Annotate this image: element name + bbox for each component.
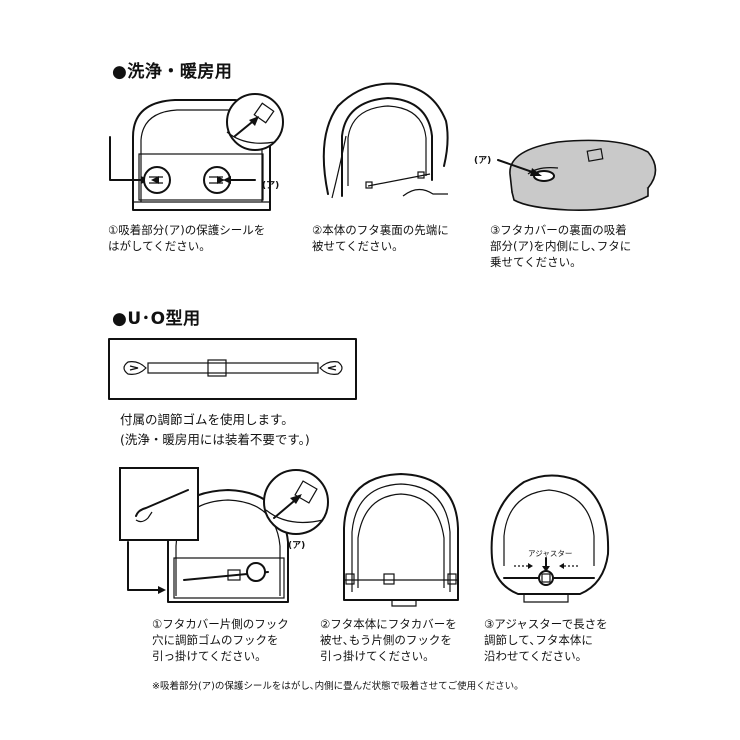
step2-caption: ②本体のフタ裏面の先端に 被せてください。: [312, 223, 449, 253]
adjustment-band-illustration: [108, 338, 357, 400]
footnote: ※吸着部分(ア)の保護シールをはがし､内側に畳んだ状態で吸着させてご使用ください…: [152, 681, 524, 692]
step1-illustration: [109, 93, 284, 211]
uo-step1-label-a: (ア): [288, 541, 306, 551]
step1-caption: ①吸着部分(ア)の保護シールを はがしてください。: [108, 223, 266, 253]
step3-label-a: (ア): [474, 156, 492, 166]
uo-step3-caption: ③アジャスターで長さを 調節して､フタ本体に 沿わせてください。: [484, 617, 608, 663]
step3-caption: ③フタカバーの裏面の吸着 部分(ア)を内側にし､フタに 乗せてください。: [490, 223, 632, 269]
section1-heading: ●洗浄・暖房用: [112, 62, 233, 82]
step3-illustration: [497, 139, 657, 212]
adjuster-label: アジャスター: [528, 549, 573, 558]
section2-heading: ●U･O型用: [112, 309, 201, 329]
step2-illustration: [322, 82, 449, 199]
uo-step2-illustration: [343, 473, 459, 607]
band-caption: 付属の調節ゴムを使用します。 (洗浄・暖房用には装着不要です。): [120, 412, 310, 447]
uo-step3-illustration: [490, 474, 610, 603]
uo-step1-caption: ①フタカバー片側のフック 穴に調節ゴムのフックを 引っ掛けてください。: [152, 617, 289, 663]
step1-label-a: (ア): [262, 181, 280, 191]
uo-step1-illustration: [119, 467, 329, 603]
uo-step2-caption: ②フタ本体にフタカバーを 被せ､もう片側のフックを 引っ掛けてください。: [320, 617, 457, 663]
